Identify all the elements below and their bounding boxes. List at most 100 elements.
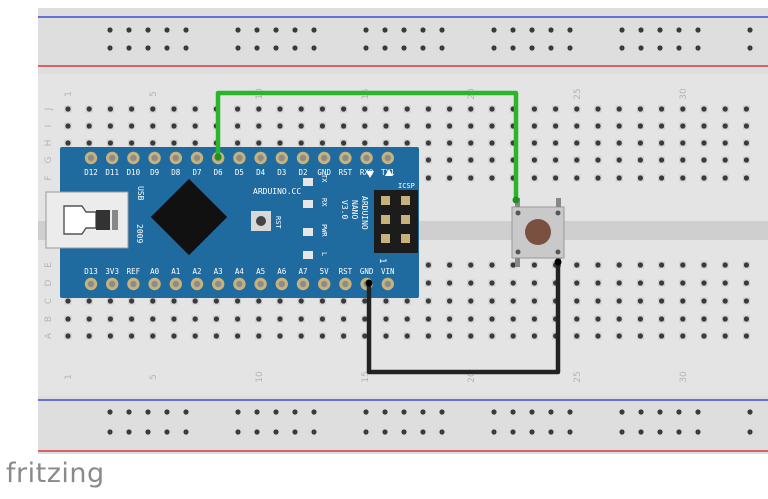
- nano-title-line-1: ARDUINO: [360, 196, 369, 230]
- breadboard-hole: [636, 156, 644, 164]
- breadboard-hole: [467, 297, 475, 305]
- hole-contact: [659, 333, 665, 339]
- hole-contact: [277, 316, 283, 322]
- breadboard-hole: [488, 332, 496, 340]
- black-wire[interactable]: [366, 262, 561, 375]
- breadboard-hole: [128, 315, 136, 323]
- hole-contact: [553, 140, 559, 146]
- hole-contact: [468, 333, 474, 339]
- hole-contact: [235, 140, 241, 146]
- hole-contact: [616, 333, 622, 339]
- icsp-pin: [401, 234, 410, 243]
- hole-contact: [637, 316, 644, 322]
- breadboard-hole: [573, 261, 581, 269]
- rail-hole: [382, 429, 388, 435]
- hole-contact: [616, 298, 622, 304]
- hole-contact: [107, 140, 113, 146]
- rail-hole: [657, 27, 663, 33]
- hole-contact: [574, 157, 580, 163]
- hole-contact: [129, 140, 135, 146]
- hole-contact: [574, 333, 580, 339]
- rail-hole: [619, 429, 625, 435]
- rail-hole: [363, 429, 369, 435]
- hole-contact: [553, 157, 559, 163]
- rail-hole: [548, 27, 554, 33]
- hole-contact: [277, 140, 283, 146]
- column-label-top: 1: [64, 91, 74, 97]
- arduino-nano-board[interactable]: D12D11D10D9D8D7D6D5D4D3D2GNDRSTRX0TX1D13…: [45, 147, 419, 298]
- hole-contact: [171, 316, 177, 322]
- nano-pin-hole: [257, 154, 264, 162]
- breadboard-hole: [530, 105, 538, 113]
- rail-hole: [254, 27, 260, 33]
- rail-hole: [676, 27, 682, 33]
- hole-contact: [680, 175, 686, 181]
- push-button[interactable]: [511, 198, 565, 267]
- rail-hole: [164, 409, 170, 415]
- row-label: J: [44, 108, 54, 112]
- hole-contact: [574, 123, 580, 129]
- hole-contact: [701, 333, 707, 339]
- breadboard-hole: [234, 139, 242, 147]
- row-label: F: [44, 175, 54, 180]
- hole-contact: [468, 123, 474, 129]
- hole-contact: [298, 298, 304, 304]
- rail-hole: [747, 45, 753, 51]
- hole-contact: [150, 333, 156, 339]
- nano-pin-label: RST: [339, 168, 353, 177]
- nano-pin-header: [84, 151, 394, 291]
- hole-contact: [404, 316, 410, 322]
- breadboard-hole: [424, 122, 432, 130]
- column-label-top: 5: [149, 91, 159, 97]
- hole-contact: [722, 333, 728, 339]
- hole-contact: [425, 106, 431, 112]
- breadboard-hole: [340, 315, 348, 323]
- nano-pin-label: D10: [127, 168, 141, 177]
- breadboard-hole: [530, 122, 538, 130]
- led-pwr: [303, 228, 313, 236]
- breadboard-hole: [191, 122, 199, 130]
- hole-contact: [65, 333, 71, 339]
- hole-contact: [86, 333, 92, 339]
- breadboard-hole: [488, 122, 496, 130]
- breadboard-hole: [742, 261, 750, 269]
- nano-pin: [233, 151, 246, 165]
- breadboard-hole: [170, 139, 178, 147]
- breadboard-hole: [318, 122, 326, 130]
- breadboard-hole: [424, 297, 432, 305]
- hole-contact: [107, 123, 113, 129]
- hole-contact: [659, 106, 665, 112]
- led-l: [303, 251, 313, 259]
- hole-contact: [150, 123, 156, 129]
- reset-button[interactable]: [256, 216, 266, 226]
- rail-hole: [747, 409, 753, 415]
- breadboard-hole: [594, 122, 602, 130]
- hole-contact: [743, 175, 750, 181]
- breadboard-hole: [255, 139, 263, 147]
- column-label-bottom: 10: [255, 371, 265, 383]
- breadboard-hole: [382, 122, 390, 130]
- hole-contact: [743, 262, 750, 268]
- breadboard-hole: [340, 297, 348, 305]
- rail-hole: [145, 45, 151, 51]
- hole-contact: [489, 316, 495, 322]
- green-wire[interactable]: [215, 90, 519, 200]
- hole-contact: [574, 106, 580, 112]
- hole-contact: [722, 316, 728, 322]
- rail-hole: [254, 45, 260, 51]
- hole-contact: [574, 175, 580, 181]
- hole-contact: [531, 123, 538, 129]
- breadboard-hole: [382, 139, 390, 147]
- breadboard-hole: [658, 122, 666, 130]
- led-label-tx: TX: [320, 174, 328, 183]
- breadboard-hole: [594, 139, 602, 147]
- breadboard-hole: [721, 332, 729, 340]
- hole-contact: [489, 106, 495, 112]
- nano-pin-hole: [236, 154, 243, 162]
- nano-pin: [339, 277, 352, 291]
- push-button-cap[interactable]: [525, 219, 551, 245]
- rail-hole: [126, 409, 132, 415]
- push-button-corner: [555, 210, 561, 216]
- breadboard-hole: [700, 315, 708, 323]
- breadboard-hole: [488, 105, 496, 113]
